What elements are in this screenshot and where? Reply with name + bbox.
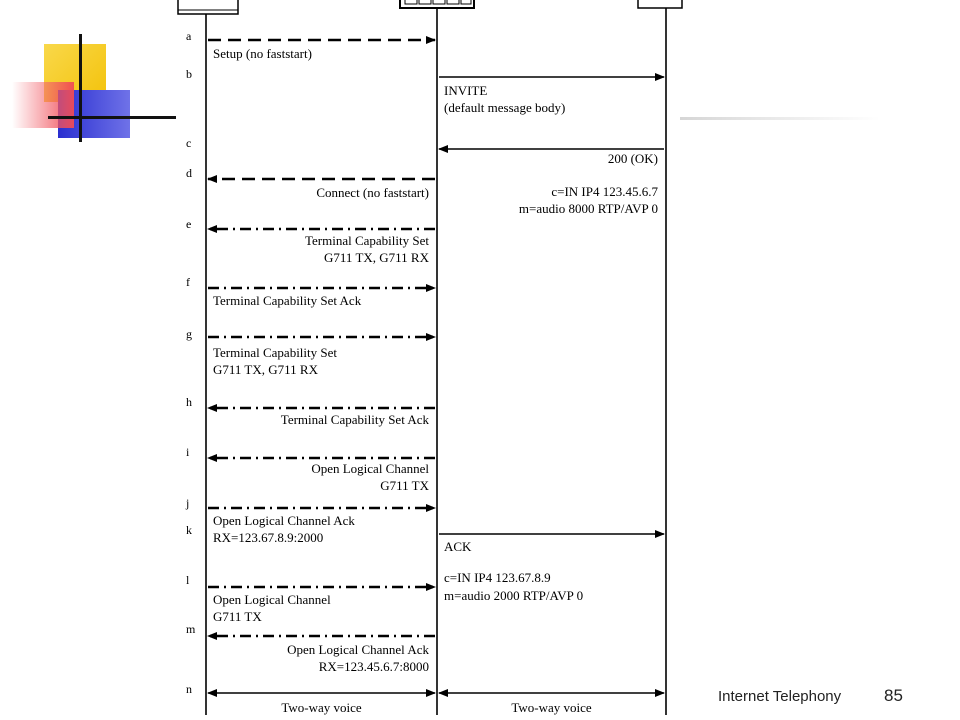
message-j: Open Logical Channel AckRX=123.67.8.9:20… [208, 504, 436, 545]
step-label-b: b [186, 67, 192, 81]
message-l-text-1: Open Logical Channel [213, 592, 331, 607]
step-label-h: h [186, 395, 192, 409]
message-e-text-1: Terminal Capability Set [305, 233, 429, 248]
message-c-text-1: 200 (OK) [608, 151, 658, 166]
message-a-text-1: Setup (no faststart) [213, 46, 312, 61]
message-j-text-1: Open Logical Channel Ack [213, 513, 355, 528]
step-label-e: e [186, 217, 191, 231]
step-label-c: c [186, 136, 191, 150]
step-label-i: i [186, 445, 190, 459]
messages: Setup (no faststart) INVITE (default messa… [207, 36, 665, 715]
message-n: Two-way voice Two-way voice [207, 689, 665, 715]
step-label-a: a [186, 29, 192, 43]
message-c-text-4: m=audio 8000 RTP/AVP 0 [519, 201, 658, 216]
step-label-j: j [185, 496, 189, 510]
deco-horizontal-line [48, 116, 176, 119]
step-label-d: d [186, 166, 192, 180]
step-label-g: g [186, 327, 192, 341]
message-g-text-2: G711 TX, G711 RX [213, 362, 319, 377]
voice-label-1: Two-way voice [281, 700, 362, 715]
deco-red-square [12, 82, 74, 128]
message-f-text-1: Terminal Capability Set Ack [213, 293, 362, 308]
message-e-text-2: G711 TX, G711 RX [324, 250, 430, 265]
message-d: Connect (no faststart) [207, 175, 435, 200]
entity-gateway [399, 0, 475, 9]
message-k: ACK c=IN IP4 123.67.8.9 m=audio 2000 RTP/A… [439, 530, 665, 603]
entity-sip-ua [637, 0, 683, 9]
message-b-text-1: INVITE [444, 83, 487, 98]
step-label-l: l [186, 573, 190, 587]
step-label-n: n [186, 682, 192, 696]
step-label-k: k [186, 523, 192, 537]
step-labels: a b c d e f g h i jk l m n [185, 29, 196, 696]
page-number: 85 [884, 686, 903, 705]
voice-label-2: Two-way voice [511, 700, 592, 715]
message-f: Terminal Capability Set Ack [208, 284, 436, 308]
message-k-text-4: m=audio 2000 RTP/AVP 0 [444, 588, 583, 603]
message-i-text-1: Open Logical Channel [311, 461, 429, 476]
message-g-text-1: Terminal Capability Set [213, 345, 337, 360]
message-k-text-3: c=IN IP4 123.67.8.9 [444, 570, 551, 585]
message-m: Open Logical Channel AckRX=123.45.6.7:80… [207, 632, 435, 674]
message-l-text-2: G711 TX [213, 609, 262, 624]
entity-h323-terminal [177, 0, 239, 15]
message-h: Terminal Capability Set Ack [207, 404, 435, 427]
message-h-text-1: Terminal Capability Set Ack [281, 412, 430, 427]
step-label-m: m [186, 622, 196, 636]
message-b: INVITE (default message body) [439, 73, 665, 115]
step-label-f: f [186, 275, 190, 289]
message-i-text-2: G711 TX [380, 478, 429, 493]
message-c: 200 (OK) c=IN IP4 123.45.6.7 m=audio 8000 … [438, 145, 664, 216]
message-b-text-2: (default message body) [444, 100, 565, 115]
message-a: Setup (no faststart) [208, 36, 436, 61]
deco-vertical-line [79, 34, 82, 142]
footer-title: Internet Telephony [718, 688, 842, 705]
message-m-text-2: RX=123.45.6.7:8000 [319, 659, 429, 674]
message-k-text-1: ACK [444, 539, 472, 554]
title-underline-rule [680, 117, 880, 120]
message-m-text-1: Open Logical Channel Ack [287, 642, 429, 657]
message-j-text-2: RX=123.67.8.9:2000 [213, 530, 323, 545]
message-c-text-3: c=IN IP4 123.45.6.7 [551, 184, 658, 199]
message-d-text-1: Connect (no faststart) [316, 185, 429, 200]
